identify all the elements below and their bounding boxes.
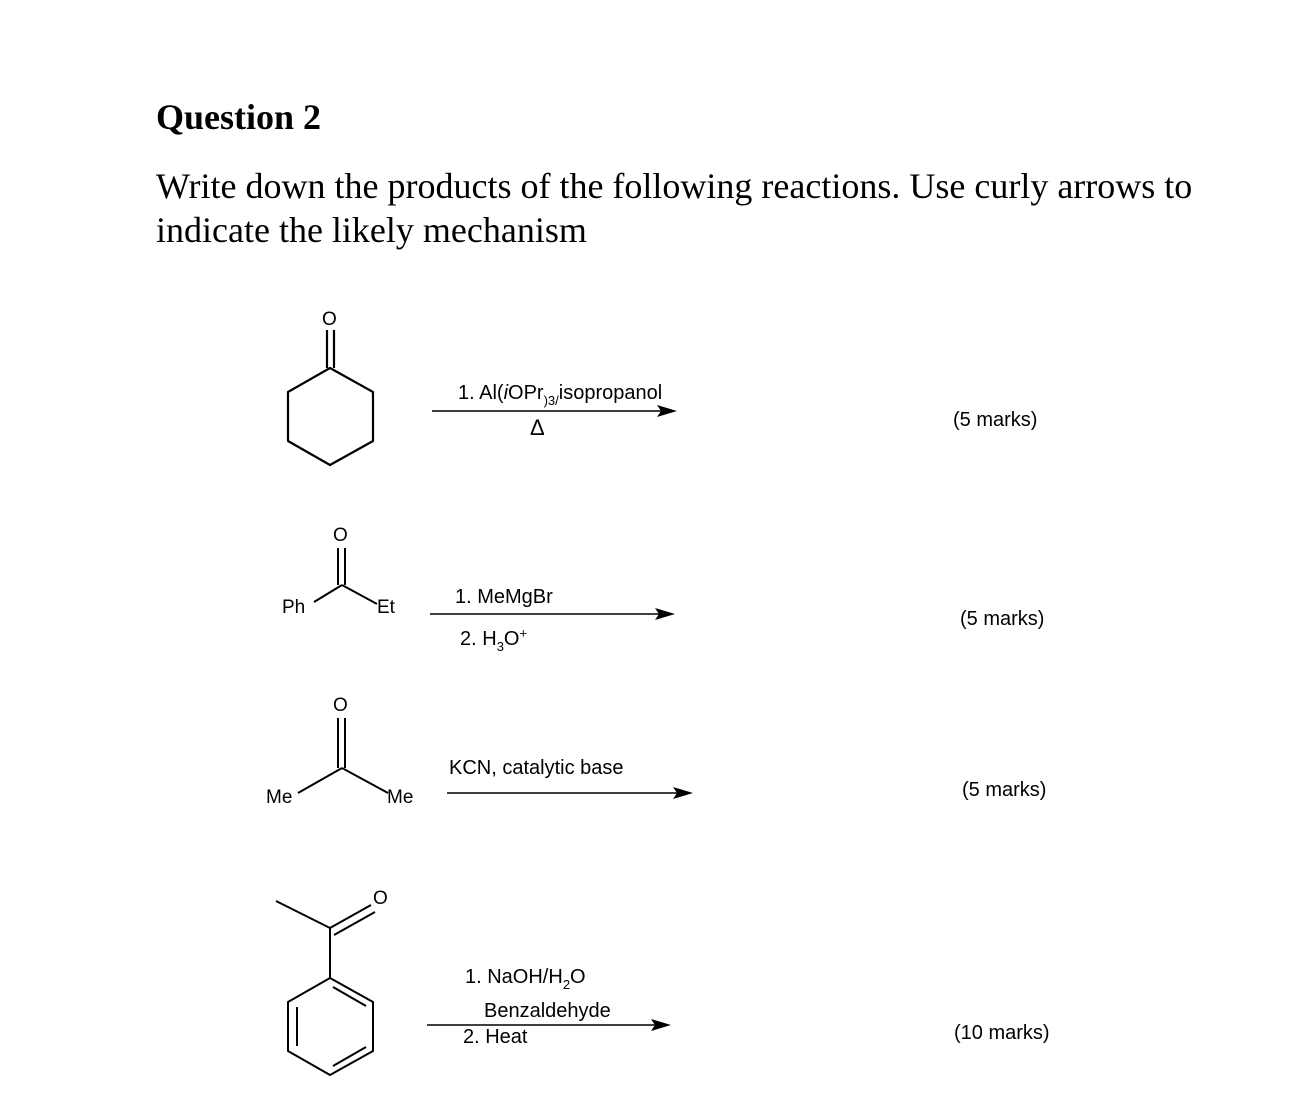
- ethyl-label: Et: [377, 597, 395, 618]
- reaction-3-marks: (5 marks): [962, 779, 1047, 801]
- question-instructions: Write down the products of the following…: [156, 166, 1193, 250]
- reaction-1-marks: (5 marks): [953, 409, 1038, 431]
- reaction-2-reagent-2: 2. H3O+: [460, 625, 528, 654]
- cyclohexane-ring: [286, 366, 375, 467]
- question-title: Question 2: [156, 97, 322, 137]
- reaction-1-reagents: 1. Al(iOPr)3/isopropanol: [458, 382, 663, 408]
- reaction-2-reagent-1: 1. MeMgBr: [455, 586, 553, 608]
- methyl-label-left: Me: [266, 787, 293, 808]
- carbonyl-oxygen-label: O: [373, 888, 388, 909]
- carbonyl-oxygen-label: O: [333, 525, 348, 546]
- reaction-3-reagent: KCN, catalytic base: [449, 757, 624, 779]
- methyl-label-right: Me: [387, 787, 414, 808]
- heat-delta-symbol: Δ: [530, 415, 545, 440]
- reaction-4-reagent-2: Benzaldehyde: [484, 1000, 611, 1022]
- reaction-2-marks: (5 marks): [960, 608, 1045, 630]
- reaction-4-reagent-1: 1. NaOH/H2O: [465, 966, 586, 992]
- reaction-4-reagent-3: 2. Heat: [463, 1026, 528, 1048]
- benzene-ring: [287, 977, 374, 1076]
- phenyl-label: Ph: [282, 597, 306, 618]
- carbonyl-oxygen-label: O: [333, 695, 348, 716]
- reaction-4-marks: (10 marks): [954, 1022, 1050, 1044]
- carbonyl-oxygen-label: O: [322, 309, 337, 330]
